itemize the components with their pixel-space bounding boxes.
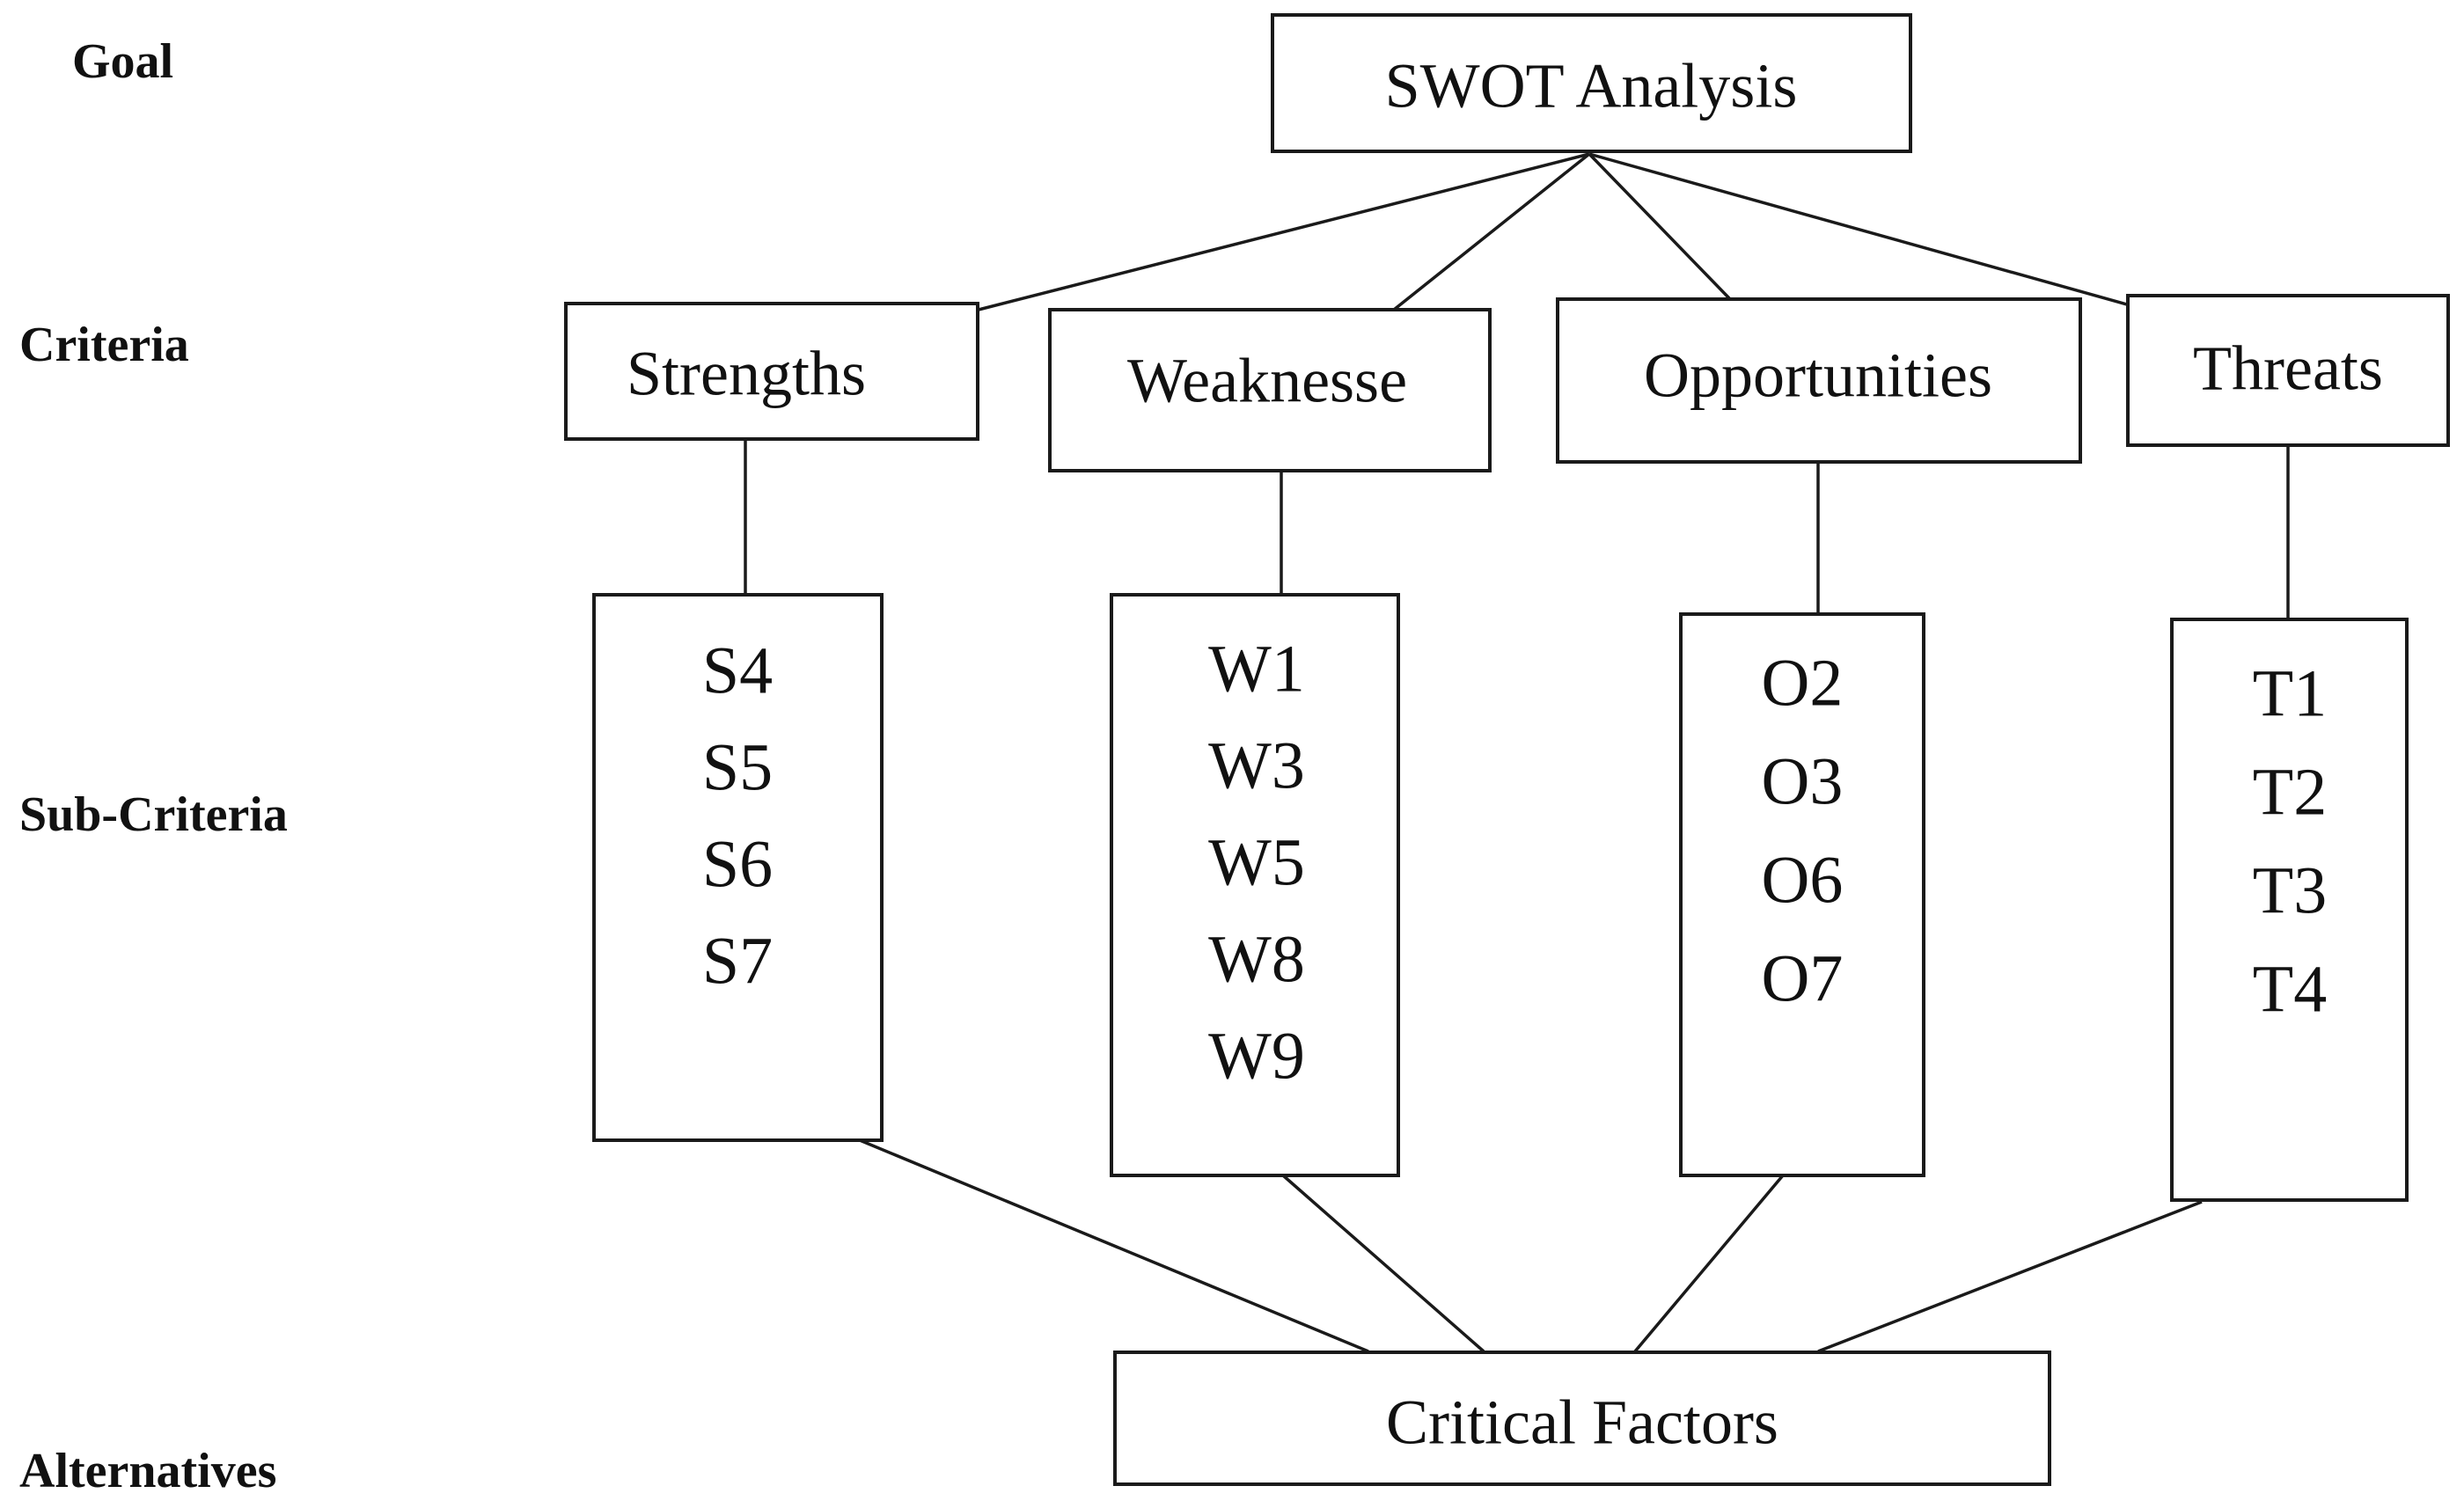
criterion-strengths: Strengths [564, 302, 979, 441]
criterion-label-weaknesses: Weaknesse [1127, 346, 1407, 416]
sub-criterion-item: T3 [2253, 853, 2327, 927]
goal-label: SWOT Analysis [1385, 51, 1798, 121]
sub-criterion-item: O6 [1762, 843, 1844, 917]
alternative-label: Critical Factors [1386, 1387, 1778, 1458]
criterion-label-strengths: Strengths [627, 339, 866, 409]
edge-weaknesses-alternative [1281, 1174, 1485, 1353]
sub-criteria-strengths: S4 S5 S6 S7 [592, 593, 884, 1142]
level-label-goal: Goal [72, 34, 173, 89]
sub-criterion-item: T4 [2253, 952, 2327, 1026]
sub-criterion-item: S5 [702, 730, 773, 804]
sub-criterion-item: S7 [702, 924, 773, 998]
sub-criterion-item: O2 [1762, 646, 1844, 720]
sub-criterion-item: W5 [1208, 825, 1305, 899]
level-label-alternatives: Alternatives [19, 1444, 276, 1498]
edge-goal-opportunities [1588, 152, 1732, 301]
criterion-label-opportunities: Opportunities [1644, 340, 1992, 411]
sub-criterion-item: W1 [1208, 632, 1305, 706]
edge-strengths-alternative [859, 1138, 1369, 1353]
sub-criteria-weaknesses: W1 W3 W5 W8 W9 [1110, 593, 1400, 1177]
edge-threats-alternative [1817, 1200, 2203, 1353]
sub-criterion-item: T2 [2253, 755, 2327, 829]
sub-criteria-threats: T1 T2 T3 T4 [2170, 618, 2409, 1202]
edge-opportunities-alternative [1633, 1174, 1785, 1353]
goal-node: SWOT Analysis [1271, 13, 1912, 153]
edge-goal-threats [1588, 152, 2134, 308]
sub-criterion-item: W3 [1208, 728, 1305, 802]
edge-goal-strengths [978, 152, 1590, 311]
sub-criterion-item: S4 [702, 633, 773, 707]
sub-criterion-item: W8 [1208, 922, 1305, 996]
level-label-criteria: Criteria [19, 318, 189, 372]
sub-criterion-item: O3 [1762, 744, 1844, 818]
level-label-sub-criteria: Sub-Criteria [19, 787, 288, 842]
sub-criterion-item: W9 [1208, 1019, 1305, 1093]
sub-criterion-item: T1 [2253, 656, 2327, 730]
sub-criteria-opportunities: O2 O3 O6 O7 [1679, 612, 1925, 1177]
edge-goal-weaknesses [1392, 152, 1591, 311]
criterion-weaknesses: Weaknesse [1048, 308, 1492, 472]
criterion-opportunities: Opportunities [1556, 297, 2082, 464]
sub-criterion-item: S6 [702, 827, 773, 901]
sub-criterion-item: O7 [1762, 941, 1844, 1015]
criterion-threats: Threats [2126, 294, 2450, 447]
criterion-label-threats: Threats [2193, 333, 2383, 404]
alternative-node: Critical Factors [1113, 1351, 2051, 1486]
